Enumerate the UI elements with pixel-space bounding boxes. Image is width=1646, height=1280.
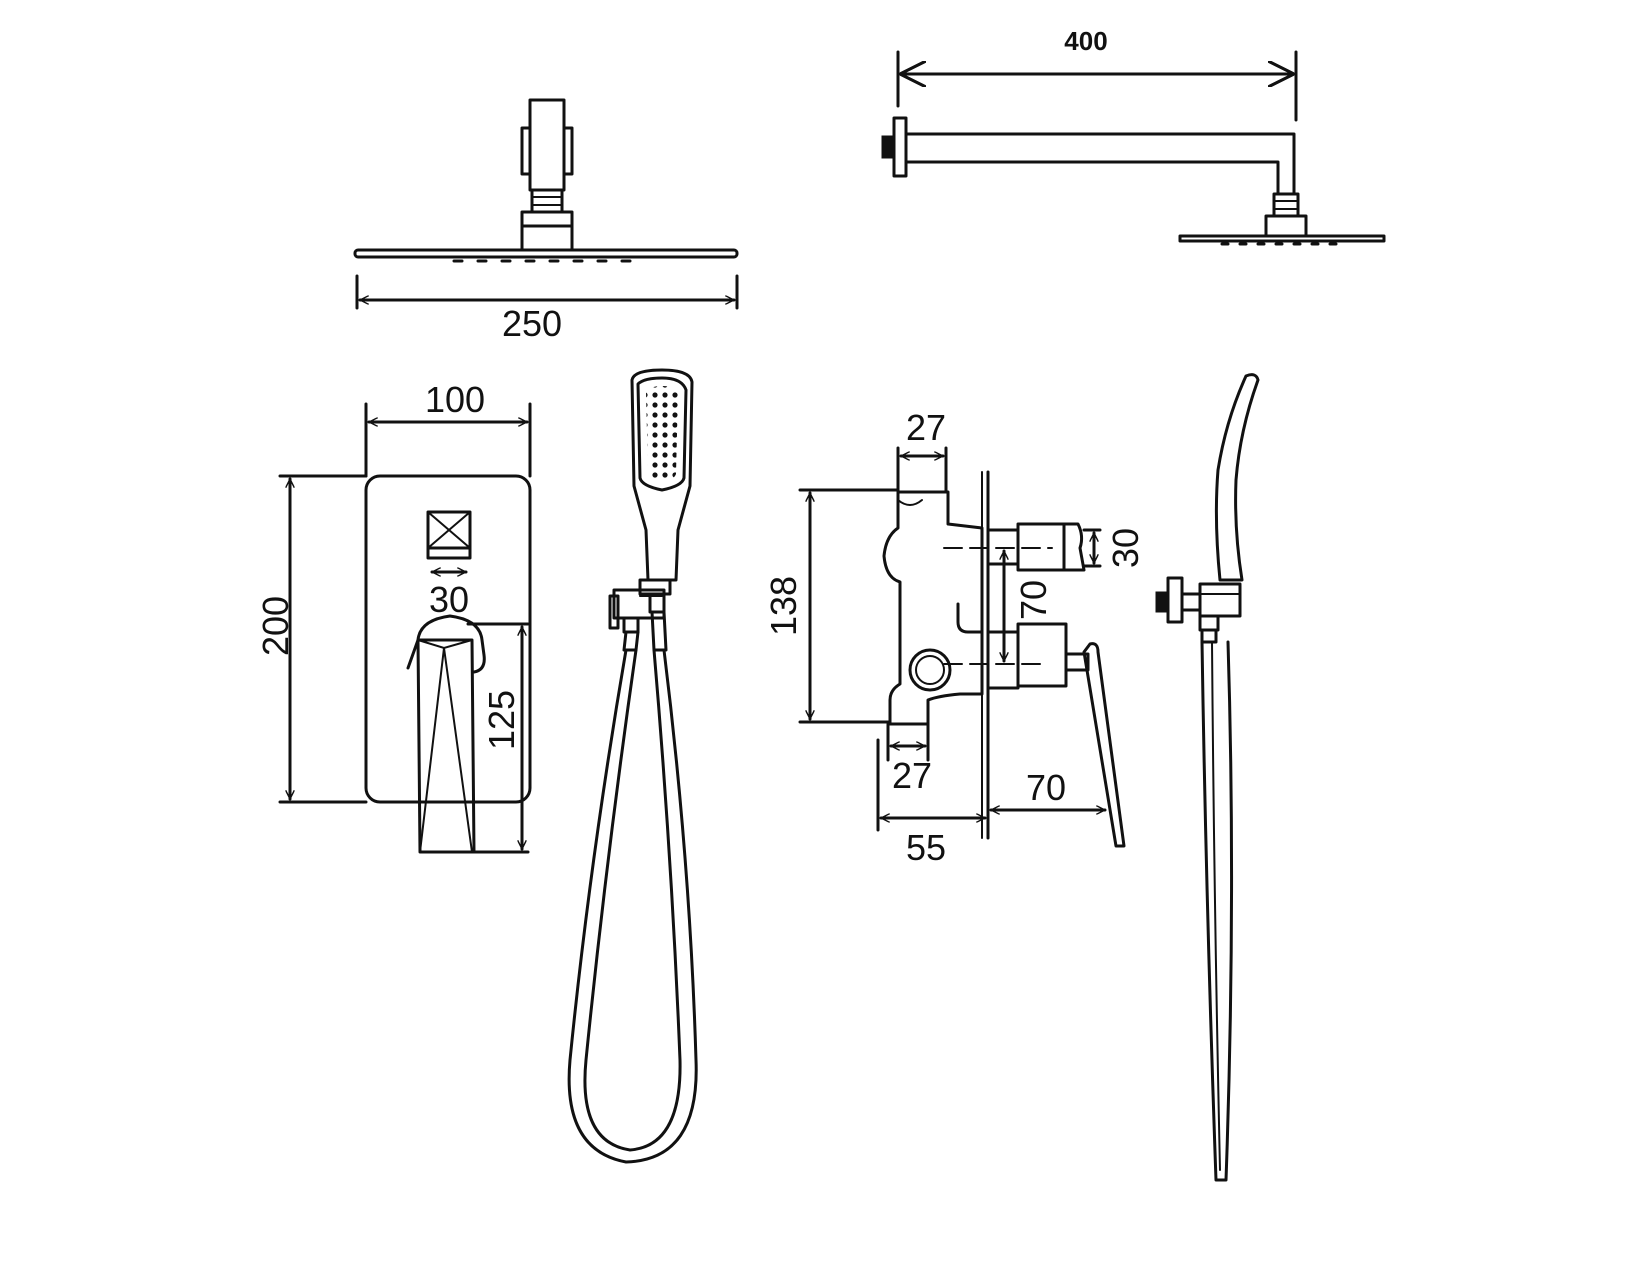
inlet-bottom-label: 27 (892, 755, 932, 796)
valve-height-label: 138 (763, 576, 804, 636)
lever-height-label: 125 (481, 690, 522, 750)
mixer-cartridge (943, 622, 1090, 690)
port-spacing-label: 70 (1013, 580, 1054, 620)
mixer-lever-front (406, 614, 486, 854)
hand-shower-with-hose (567, 368, 698, 1164)
head-width-label: 250 (502, 303, 562, 344)
body-depth-label: 55 (906, 827, 946, 868)
inlet-top-label: 27 (906, 407, 946, 448)
knob-width-label: 30 (429, 579, 469, 620)
lever-projection-label: 70 (1026, 767, 1066, 808)
outlet-connector (943, 522, 1086, 572)
shower-head-front-view: 250 (353, 98, 739, 344)
control-plate-front-view: 100 200 30 125 (255, 379, 532, 854)
plate-width-label: 100 (425, 379, 485, 420)
plate-height-label: 200 (255, 596, 296, 656)
mixer-lever-side (1082, 642, 1126, 848)
arm-length-label: 400 (1064, 26, 1107, 56)
diverter-knob (426, 510, 472, 560)
hand-shower-side-view (1155, 373, 1260, 1182)
mixer-valve-side-view: 27 138 30 70 27 55 70 (763, 407, 1146, 868)
outlet-diameter-label: 30 (1105, 528, 1146, 568)
shower-arm-side-view: 400 (881, 26, 1386, 246)
